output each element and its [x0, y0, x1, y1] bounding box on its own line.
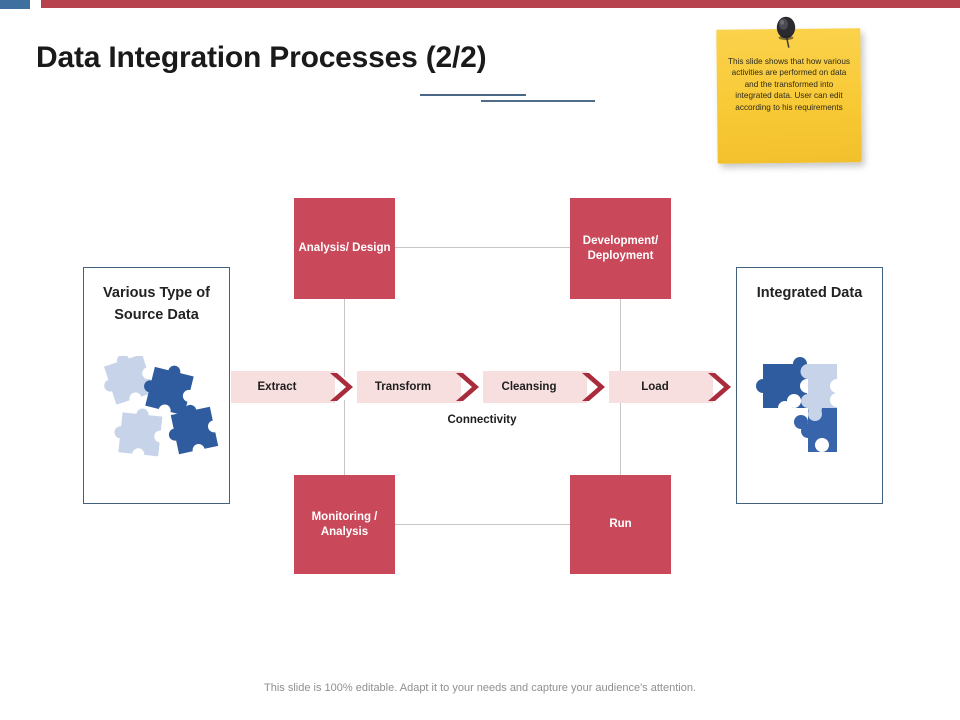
flow-step-cleansing-label: Cleansing	[501, 381, 557, 393]
connector-run-vertical	[620, 400, 621, 475]
title-underline-lower	[481, 100, 595, 102]
panel-integrated-data-title: Integrated Data	[756, 285, 863, 301]
process-box-monitoring-analysis[interactable]: Monitoring / Analysis	[294, 475, 395, 574]
slide-footer-note: This slide is 100% editable. Adapt it to…	[264, 682, 696, 694]
flow-step-load[interactable]: Load	[609, 371, 731, 403]
connector-top-horizontal	[395, 247, 570, 248]
connector-bottom-horizontal	[395, 524, 570, 525]
flow-step-transform[interactable]: Transform	[357, 371, 479, 403]
assembled-puzzle-pieces-icon	[737, 356, 882, 471]
sticky-note[interactable]: This slide shows that how various activi…	[716, 16, 862, 167]
connector-monitoring-vertical	[344, 400, 345, 475]
chevron-right-icon	[456, 373, 479, 401]
page-title: Data Integration Processes (2/2)	[36, 41, 487, 74]
flow-step-extract-bar	[231, 371, 335, 403]
flow-step-cleansing[interactable]: Cleansing	[483, 371, 605, 403]
flow-step-extract-label: Extract	[257, 381, 297, 393]
chevron-right-icon	[708, 373, 731, 401]
scattered-puzzle-pieces-icon	[84, 348, 229, 481]
top-accent-bar-blue	[0, 0, 30, 9]
title-underline-upper	[420, 94, 526, 96]
process-box-development-deployment[interactable]: Development/ Deployment	[570, 198, 671, 299]
top-accent-bar-red	[41, 0, 960, 8]
flow-step-cleansing-bar	[483, 371, 587, 403]
etl-flow-band: Extract Transform Cleansing Load	[231, 371, 733, 403]
flow-step-transform-bar	[357, 371, 461, 403]
flow-step-load-label: Load	[641, 381, 669, 393]
connector-development-vertical	[620, 299, 621, 377]
process-box-run[interactable]: Run	[570, 475, 671, 574]
chevron-right-icon	[330, 373, 353, 401]
panel-source-data: Various Type of Source Data	[83, 267, 230, 504]
panel-source-data-title: Various Type of Source Data	[103, 285, 210, 323]
chevron-right-icon	[582, 373, 605, 401]
flow-step-load-bar	[609, 371, 713, 403]
sticky-note-text: This slide shows that how various activi…	[728, 57, 850, 112]
connectivity-caption: Connectivity	[447, 414, 517, 426]
flow-step-transform-label: Transform	[374, 381, 432, 393]
connector-analysis-vertical	[344, 299, 345, 377]
flow-step-extract[interactable]: Extract	[231, 371, 353, 403]
panel-integrated-data: Integrated Data	[736, 267, 883, 504]
process-box-analysis-design[interactable]: Analysis/ Design	[294, 198, 395, 299]
